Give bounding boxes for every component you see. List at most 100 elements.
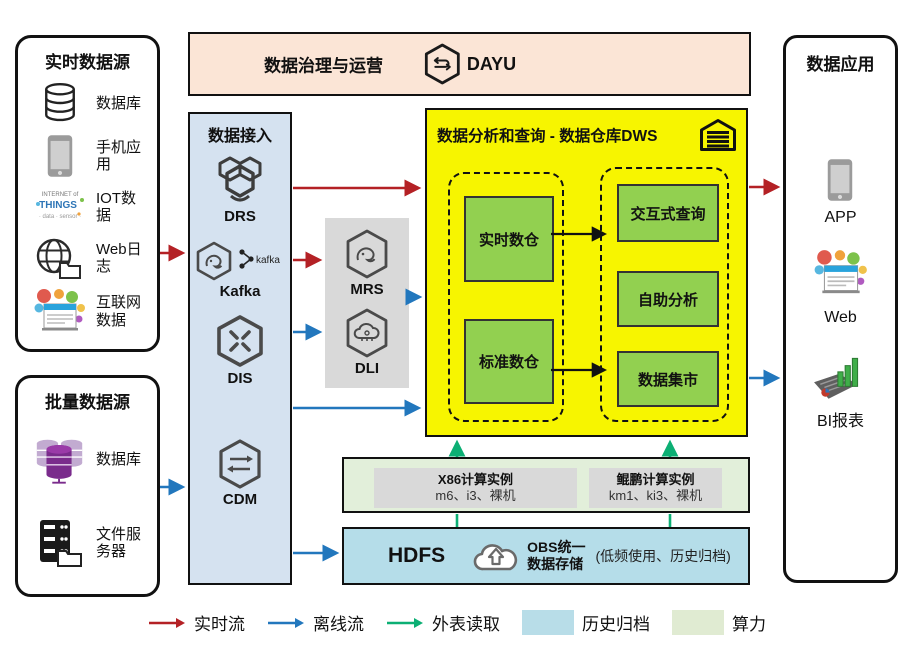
storage-strip: HDFS OBS统一 数据存储 (低频使用、历史归档)	[342, 527, 750, 585]
source-label: Web日志	[96, 240, 142, 275]
warehouse-group: 实时数仓 标准数仓	[448, 172, 564, 422]
list-item: 互联网数据	[32, 288, 149, 336]
legend-external-read: 外表读取	[386, 610, 500, 635]
service-dli: DLI	[344, 308, 390, 377]
ingestion-column: 数据接入 DRS kafka Kafka	[188, 112, 292, 585]
realtime-sources-box: 实时数据源 数据库	[15, 35, 160, 352]
red-arrow-icon	[149, 617, 185, 628]
service-drs: DRS	[215, 154, 265, 225]
obs-cloud-icon	[473, 544, 518, 571]
realtime-sources-list: 数据库 手机应用 INTERNET of THINGS ·	[24, 73, 151, 341]
service-label: CDM	[222, 491, 258, 508]
dayu-icon	[424, 43, 460, 85]
obs-line1: OBS统一	[527, 538, 586, 555]
compute-strip: X86计算实例 m6、i3、裸机 鲲鹏计算实例 km1、ki3、裸机	[342, 457, 750, 513]
hdfs-label: HDFS	[388, 544, 446, 567]
bi-report-icon	[813, 357, 858, 399]
batch-sources-title: 批量数据源	[45, 393, 130, 412]
app-label: APP	[824, 209, 857, 226]
source-label: 数据库	[96, 94, 142, 112]
service-label: DRS	[224, 208, 256, 225]
app-label: Web	[824, 309, 857, 326]
file-server-icon	[32, 518, 88, 568]
web-collage-icon	[814, 250, 867, 294]
service-mrs: MRS	[344, 229, 390, 298]
app-item: Web	[812, 245, 870, 327]
blue-arrow-icon	[268, 617, 304, 628]
list-item: INTERNET of THINGS · data · sensor · IOT…	[32, 186, 149, 228]
drs-icon	[218, 156, 262, 202]
interactive-query-box: 交互式查询	[617, 184, 719, 242]
self-analysis-box: 自助分析	[617, 271, 719, 327]
storage-note: (低频使用、历史归档)	[595, 548, 731, 564]
cdm-icon	[219, 439, 261, 489]
legend: 实时流 离线流 外表读取 历史归档 算力	[0, 610, 914, 635]
source-label: 手机应用	[96, 138, 142, 174]
svg-text:THINGS: THINGS	[39, 200, 77, 211]
instance-spec: m6、i3、裸机	[435, 488, 516, 503]
app-phone-icon	[828, 159, 853, 201]
governance-banner: 数据治理与运营 DAYU	[188, 32, 751, 96]
realtime-sources-title: 实时数据源	[45, 53, 130, 72]
legend-compute: 算力	[672, 610, 766, 635]
svg-text:INTERNET of: INTERNET of	[42, 192, 79, 198]
source-label: 文件服务器	[96, 526, 142, 561]
list-item: 数据库	[32, 433, 149, 487]
kafka-icon: kafka	[196, 241, 280, 281]
iot-wordcloud-icon: INTERNET of THINGS · data · sensor ·	[32, 186, 88, 228]
list-item: 文件服务器	[32, 518, 149, 568]
compute-swatch	[672, 610, 724, 635]
applications-column: 数据应用 APP Web	[783, 35, 898, 583]
dli-icon	[346, 308, 388, 358]
service-cdm: CDM	[217, 439, 263, 508]
instance-title: 鲲鹏计算实例	[616, 471, 695, 487]
obs-line2: 数据存储	[527, 556, 584, 572]
batch-sources-box: 批量数据源 数据库	[15, 375, 160, 597]
service-label: DIS	[227, 370, 253, 387]
legend-label: 历史归档	[582, 615, 650, 634]
legend-archive: 历史归档	[522, 610, 650, 635]
dws-title: 数据分析和查询 - 数据仓库DWS	[437, 128, 658, 145]
database-icon	[32, 80, 88, 126]
app-item: APP	[824, 157, 857, 227]
archive-swatch	[522, 610, 574, 635]
legend-label: 实时流	[194, 615, 245, 634]
svg-text:· data · sensor ·: · data · sensor ·	[39, 214, 81, 220]
legend-label: 外表读取	[432, 615, 500, 634]
globe-folder-icon	[32, 235, 88, 281]
service-label: Kafka	[219, 283, 261, 300]
phone-icon	[32, 133, 88, 179]
services-group: 交互式查询 自助分析 数据集市	[600, 167, 729, 422]
list-item: Web日志	[32, 235, 149, 281]
ingestion-title: 数据接入	[207, 128, 272, 145]
source-label: 数据库	[96, 451, 142, 469]
green-arrow-icon	[387, 617, 423, 628]
legend-realtime: 实时流	[148, 610, 245, 635]
source-label: IOT数据	[96, 189, 136, 224]
service-kafka: kafka Kafka	[194, 241, 286, 300]
applications-title: 数据应用	[806, 55, 875, 74]
list-item: 数据库	[32, 80, 149, 126]
governance-title: 数据治理与运营	[264, 56, 383, 76]
dayu-label: DAYU	[466, 53, 517, 74]
kafka-badge: kafka	[256, 255, 280, 266]
instance-spec: km1、ki3、裸机	[608, 488, 703, 503]
service-dis: DIS	[215, 314, 265, 387]
service-label: DLI	[354, 360, 380, 378]
app-label: BI报表	[816, 413, 865, 430]
instance-title: X86计算实例	[437, 471, 514, 487]
legend-label: 算力	[732, 615, 766, 634]
batch-sources-list: 数据库 文件服务器	[24, 413, 151, 586]
dws-box: 数据分析和查询 - 数据仓库DWS 实时数仓 标准数仓 交互式查询 自助分析 数…	[425, 108, 748, 437]
service-label: MRS	[350, 280, 384, 298]
purple-database-icon	[32, 433, 88, 487]
obs-label: OBS统一 数据存储	[527, 539, 585, 574]
legend-label: 离线流	[313, 615, 364, 634]
mrs-icon	[346, 229, 388, 279]
standard-warehouse-box: 标准数仓	[464, 319, 554, 404]
legend-offline: 离线流	[267, 610, 364, 635]
app-item: BI报表	[812, 351, 870, 431]
processing-box: MRS DLI	[325, 218, 409, 388]
warehouse-icon	[700, 119, 736, 151]
